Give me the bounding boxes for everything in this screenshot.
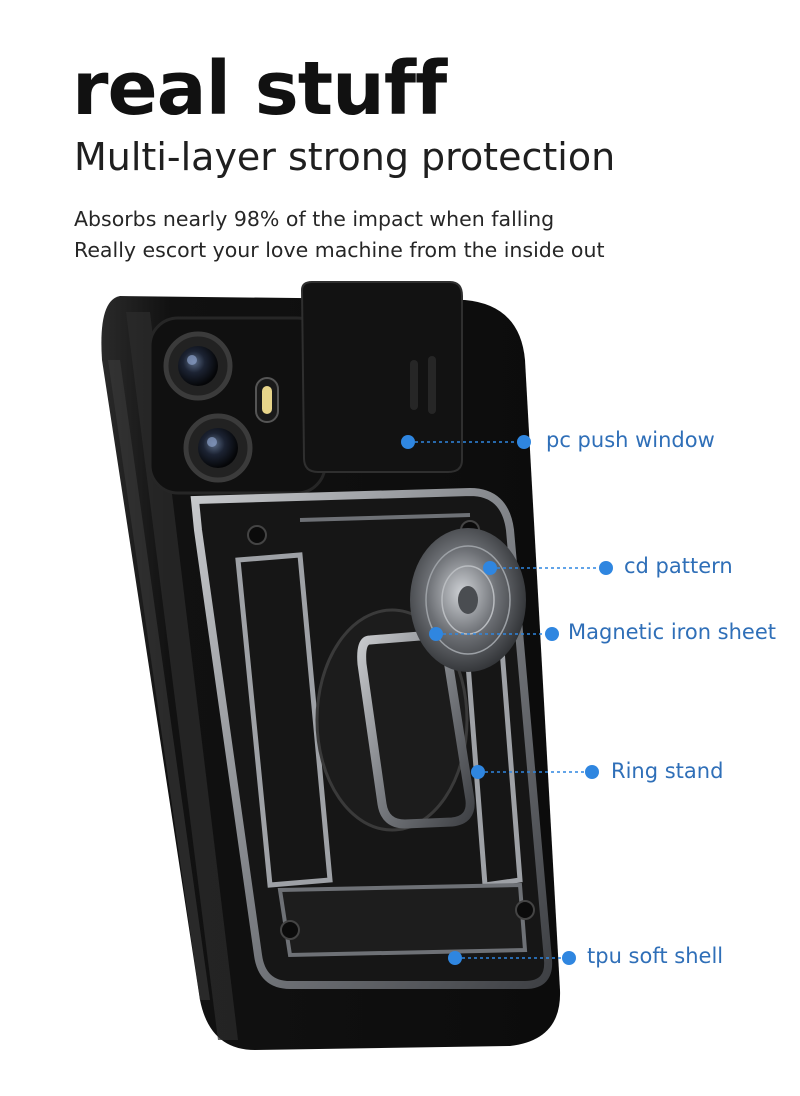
callout-pc-push-window: pc push window (546, 430, 715, 451)
marker-magnetic-iron-sheet (429, 627, 443, 641)
subheadline: Multi-layer strong protection (74, 135, 616, 179)
push-window-slider (300, 281, 463, 473)
callout-label: pc push window (546, 428, 715, 452)
description-line-2: Really escort your love machine from the… (74, 238, 605, 262)
headline: real stuff (72, 46, 447, 132)
callout-magnetic-iron-sheet: Magnetic iron sheet (568, 622, 776, 643)
marker-tpu-soft-shell (448, 951, 462, 965)
description: Absorbs nearly 98% of the impact when fa… (74, 204, 605, 266)
camera-module (148, 316, 327, 495)
callout-endpoints (517, 435, 613, 965)
callout-label: tpu soft shell (587, 944, 724, 968)
marker-cd-pattern (483, 561, 497, 575)
callout-tpu-soft-shell: tpu soft shell (587, 946, 723, 967)
callout-label: cd pattern (624, 554, 733, 578)
description-line-1: Absorbs nearly 98% of the impact when fa… (74, 207, 555, 231)
callout-ring-stand: Ring stand (611, 761, 723, 782)
callout-cd-pattern: cd pattern (624, 556, 733, 577)
callout-label: Ring stand (611, 759, 724, 783)
marker-pc-push-window (401, 435, 415, 449)
callout-label: Magnetic iron sheet (568, 620, 777, 644)
callout-markers (401, 435, 497, 965)
marker-ring-stand (471, 765, 485, 779)
ring-stand-assembly (315, 528, 526, 832)
callout-leaders (415, 441, 599, 959)
